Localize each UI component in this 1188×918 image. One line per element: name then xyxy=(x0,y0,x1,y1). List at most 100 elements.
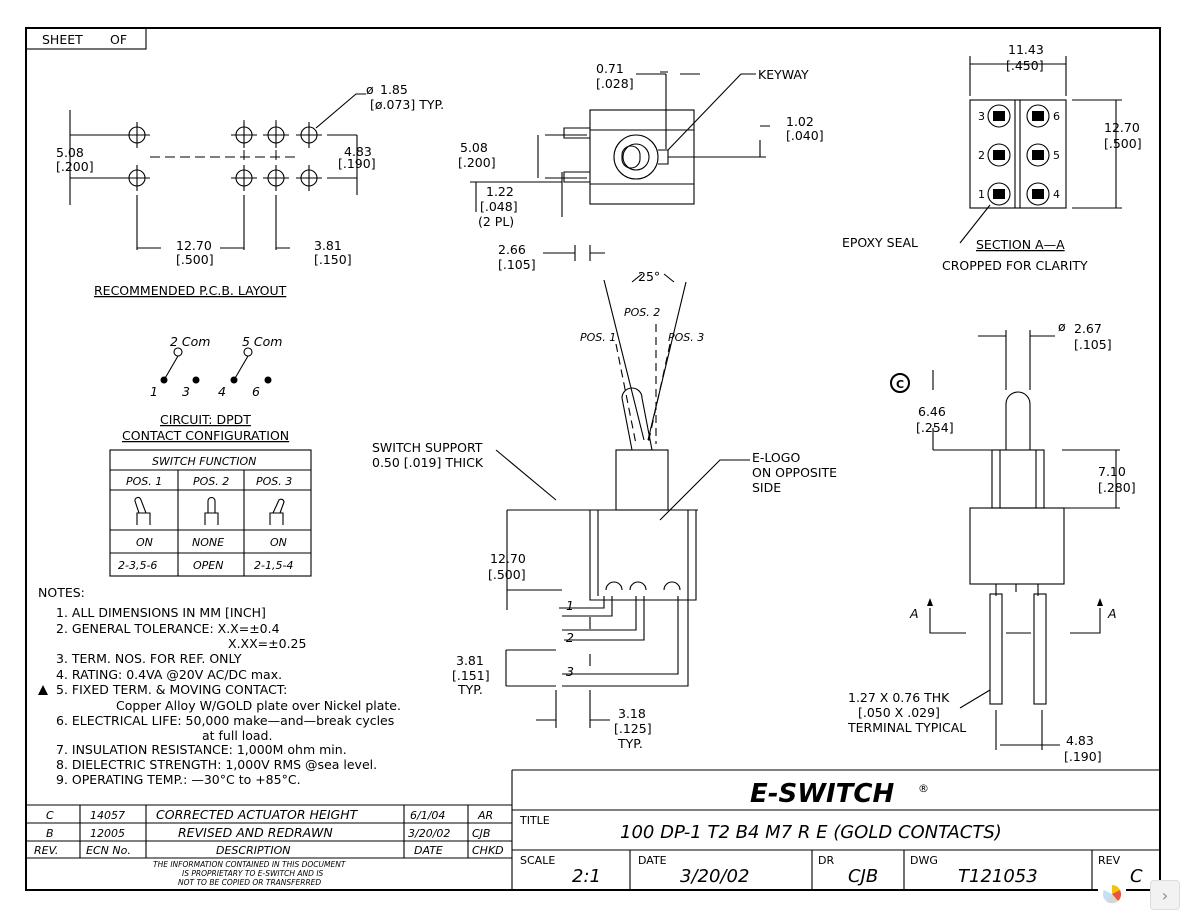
dwg-value: T121053 xyxy=(958,866,1038,887)
pcb-layout: 5.08 [.200] 1.85 ø [ø.073] TYP. 4.83 [.1… xyxy=(56,82,444,298)
viewer-logo-icon[interactable] xyxy=(1098,880,1126,908)
rev-row1-chkd: AR xyxy=(477,809,493,822)
side-318-in: [.125] xyxy=(614,721,652,736)
section-pin-6: 6 xyxy=(1053,110,1060,123)
section-pin-5: 5 xyxy=(1053,149,1060,162)
sheet-of: OF xyxy=(110,32,127,47)
circuit-pin-3: 3 xyxy=(182,384,190,399)
pcb-row-spacing: 4.83 xyxy=(344,144,372,159)
rev-header-date: DATE xyxy=(414,844,443,857)
sheet-label: SHEET xyxy=(42,32,83,47)
note-5b: Copper Alloy W/GOLD plate over Nickel pl… xyxy=(116,698,401,713)
pcb-vspacing-in: [.200] xyxy=(56,159,94,174)
side-318: 3.18 xyxy=(618,706,646,721)
side-elogo: E-LOGO xyxy=(752,450,800,465)
date-label: DATE xyxy=(638,854,667,867)
section-pin-3: 3 xyxy=(978,110,985,123)
pcb-hole-dia-in: [ø.073] TYP. xyxy=(370,97,444,112)
circuit-title: CIRCUIT: DPDT xyxy=(160,412,251,427)
rev-header-desc: DESCRIPTION xyxy=(216,844,290,857)
proprietary-2: IS PROPRIETARY TO E-SWITCH AND IS xyxy=(182,869,324,878)
rev-label: REV xyxy=(1098,854,1121,867)
note-9: 9. OPERATING TEMP.: —30°C to +85°C. xyxy=(56,772,301,787)
side-381-note: TYP. xyxy=(457,682,483,697)
note-3: 3. TERM. NOS. FOR REF. ONLY xyxy=(56,651,242,666)
switch-pos3: POS. 3 xyxy=(256,475,292,488)
pcb-hspacing: 12.70 xyxy=(176,238,212,253)
section-pin-2: 2 xyxy=(978,149,985,162)
section-1270-in: [.500] xyxy=(1104,136,1142,151)
switch-state-2: NONE xyxy=(192,536,224,549)
topview-keyway: KEYWAY xyxy=(758,67,809,82)
side-1270-in: [.500] xyxy=(488,567,526,582)
front-dia: ø xyxy=(1058,319,1066,334)
note-2b: X.XX=±0.25 xyxy=(228,636,306,651)
rev-header-rev: REV. xyxy=(34,844,58,857)
circuit-pin-4: 4 xyxy=(218,384,226,399)
section-arrow-icon xyxy=(927,598,1103,606)
front-646-in: [.254] xyxy=(916,420,954,435)
switch-conn-3: 2-1,5-4 xyxy=(254,559,293,572)
switch-pos1: POS. 1 xyxy=(126,475,162,488)
pcb-hspacing-in: [.500] xyxy=(176,252,214,267)
scale-label: SCALE xyxy=(520,854,555,867)
scale-value: 2:1 xyxy=(572,866,601,887)
note-4: 4. RATING: 0.4VA @20V AC/DC max. xyxy=(56,667,282,682)
side-term-2: 2 xyxy=(566,630,574,645)
circuit-com2: 2 Com xyxy=(170,334,210,349)
copyright-icon xyxy=(890,373,910,393)
pcb-pitch-in: [.150] xyxy=(314,252,352,267)
brand-logo: E-SWITCH xyxy=(750,779,894,809)
dr-label: DR xyxy=(818,854,834,867)
side-pos3: POS. 3 xyxy=(668,331,704,344)
side-elogo3: SIDE xyxy=(752,480,781,495)
side-elogo2: ON OPPOSITE xyxy=(752,465,837,480)
note-6b: at full load. xyxy=(202,728,272,743)
rev-row1-desc: CORRECTED ACTUATOR HEIGHT xyxy=(156,807,359,822)
topview-102-in: [.040] xyxy=(786,128,824,143)
note-8: 8. DIELECTRIC STRENGTH: 1,000V RMS @sea … xyxy=(56,757,377,772)
note-7: 7. INSULATION RESISTANCE: 1,000M ohm min… xyxy=(56,742,347,757)
rev-row2-ecn: 12005 xyxy=(90,827,125,840)
top-view: 0.71 [.028] KEYWAY 1.02 [.040] 5.08 [.20… xyxy=(458,61,824,272)
circuit-com5: 5 Com xyxy=(242,334,282,349)
rev-value: C xyxy=(1130,866,1143,887)
rev-row2-desc: REVISED AND REDRAWN xyxy=(178,825,333,840)
notes-heading: NOTES: xyxy=(38,585,85,600)
dr-value: CJB xyxy=(848,866,878,887)
note-2: 2. GENERAL TOLERANCE: X.X=±0.4 xyxy=(56,621,280,636)
rev-row1-date: 6/1/04 xyxy=(410,809,445,822)
rev-header-ecn: ECN No. xyxy=(86,844,131,857)
front-710: 7.10 xyxy=(1098,464,1126,479)
pcb-hole-dia: 1.85 xyxy=(380,82,408,97)
section-pin-1: 1 xyxy=(978,188,985,201)
revision-triangle-icon xyxy=(38,685,48,695)
rev-row1-ecn: 14057 xyxy=(90,809,125,822)
side-term-3: 3 xyxy=(566,664,574,679)
front-267-in: [.105] xyxy=(1074,337,1112,352)
note-6: 6. ELECTRICAL LIFE: 50,000 make—and—brea… xyxy=(56,713,394,728)
topview-266-in: [.105] xyxy=(498,257,536,272)
front-section-a-right: A xyxy=(1107,606,1117,621)
front-483: 4.83 xyxy=(1066,733,1094,748)
sheet-box xyxy=(25,27,147,50)
front-copyright: C xyxy=(896,378,904,391)
switch-icons xyxy=(134,496,285,525)
front-483-in: [.190] xyxy=(1064,749,1102,764)
next-page-button[interactable]: › xyxy=(1150,880,1180,910)
dwg-label: DWG xyxy=(910,854,938,867)
notes: NOTES: 1. ALL DIMENSIONS IN MM [INCH] 2.… xyxy=(38,585,401,787)
front-710-in: [.280] xyxy=(1098,480,1136,495)
switch-conn-2: OPEN xyxy=(193,559,223,572)
side-1270: 12.70 xyxy=(490,551,526,566)
topview-508-in: [.200] xyxy=(458,155,496,170)
circuit-diagram: 2 Com 5 Com 1 3 4 6 CIRCUIT: DPDT CONTAC… xyxy=(109,334,312,577)
switch-state-3: ON xyxy=(270,536,287,549)
topview-071: 0.71 xyxy=(596,61,624,76)
brand-reg: ® xyxy=(918,782,929,795)
front-view: C ø 2.67 [.105] 6.46 [.254] 7.10 [.280] … xyxy=(847,319,1136,764)
rev-row2-rev: B xyxy=(46,827,54,840)
chevron-right-icon: › xyxy=(1161,885,1169,905)
front-term-note: TERMINAL TYPICAL xyxy=(847,720,966,735)
